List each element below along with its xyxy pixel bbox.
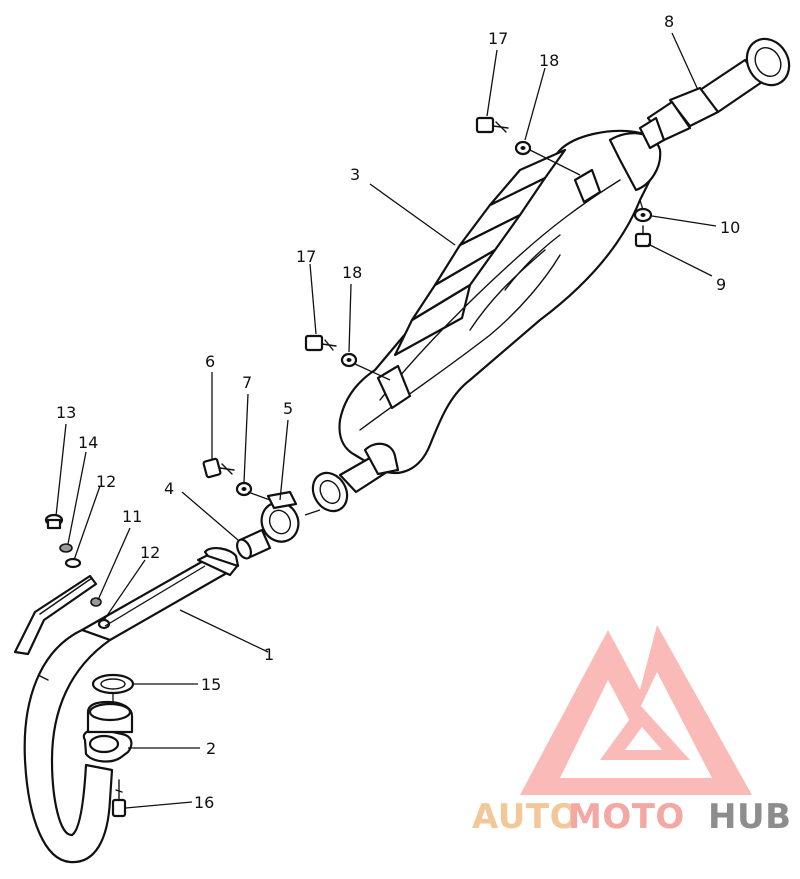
part-14-washer	[59, 543, 73, 553]
callout-8: 8	[664, 12, 674, 31]
part-15-gasket	[91, 673, 135, 695]
part-8-tailpipe	[638, 37, 791, 150]
part-4-sleeve	[236, 528, 272, 560]
part-3-muffler	[311, 129, 662, 513]
callout-5: 5	[283, 399, 293, 418]
part-17-bolt-lower	[304, 334, 337, 352]
callout-4: 4	[164, 479, 174, 498]
part-10-washer	[633, 207, 653, 223]
callout-17-upper: 17	[488, 29, 508, 48]
watermark-hub: HUB	[708, 797, 791, 837]
part-2-flange	[82, 700, 134, 763]
callout-7: 7	[242, 373, 252, 392]
part-9-bolt	[634, 225, 652, 248]
callout-1: 1	[264, 645, 274, 664]
watermark-auto: AUTO	[472, 797, 579, 837]
part-7-washer	[235, 481, 253, 497]
callout-11: 11	[122, 507, 142, 526]
part-18-washer-upper	[514, 140, 532, 156]
part-11-bracket	[13, 574, 98, 656]
callout-14: 14	[78, 433, 98, 452]
callout-2: 2	[206, 739, 216, 758]
part-12-nut-upper	[64, 557, 82, 569]
callout-18-upper: 18	[539, 51, 559, 70]
part-13-bolt	[44, 513, 64, 530]
watermark-text: AUTO MOTO HUB	[472, 797, 791, 837]
callout-9: 9	[716, 275, 726, 294]
part-16-bolt	[111, 779, 127, 818]
callout-labels: 1 2 3 4 5 6 7 8 9 10 11 12 12 13 14 15 1…	[56, 12, 740, 812]
callout-13: 13	[56, 403, 76, 422]
part-6-bolt	[202, 457, 235, 479]
callout-12-lower: 12	[140, 543, 160, 562]
callout-6: 6	[205, 352, 215, 371]
callout-10: 10	[720, 218, 740, 237]
part-18-washer-lower	[340, 352, 358, 368]
part-5-clamp	[260, 490, 300, 543]
watermark-moto: MOTO	[568, 797, 685, 837]
callout-3: 3	[350, 165, 360, 184]
callout-12-upper: 12	[96, 472, 116, 491]
callout-15: 15	[201, 675, 221, 694]
leader-lines	[55, 32, 717, 809]
callout-16: 16	[194, 793, 214, 812]
watermark-logo	[520, 625, 752, 795]
part-17-bolt-upper	[475, 116, 509, 134]
callout-18-lower: 18	[342, 263, 362, 282]
callout-17-lower: 17	[296, 247, 316, 266]
part-1-exhaust-pipe	[23, 546, 240, 864]
